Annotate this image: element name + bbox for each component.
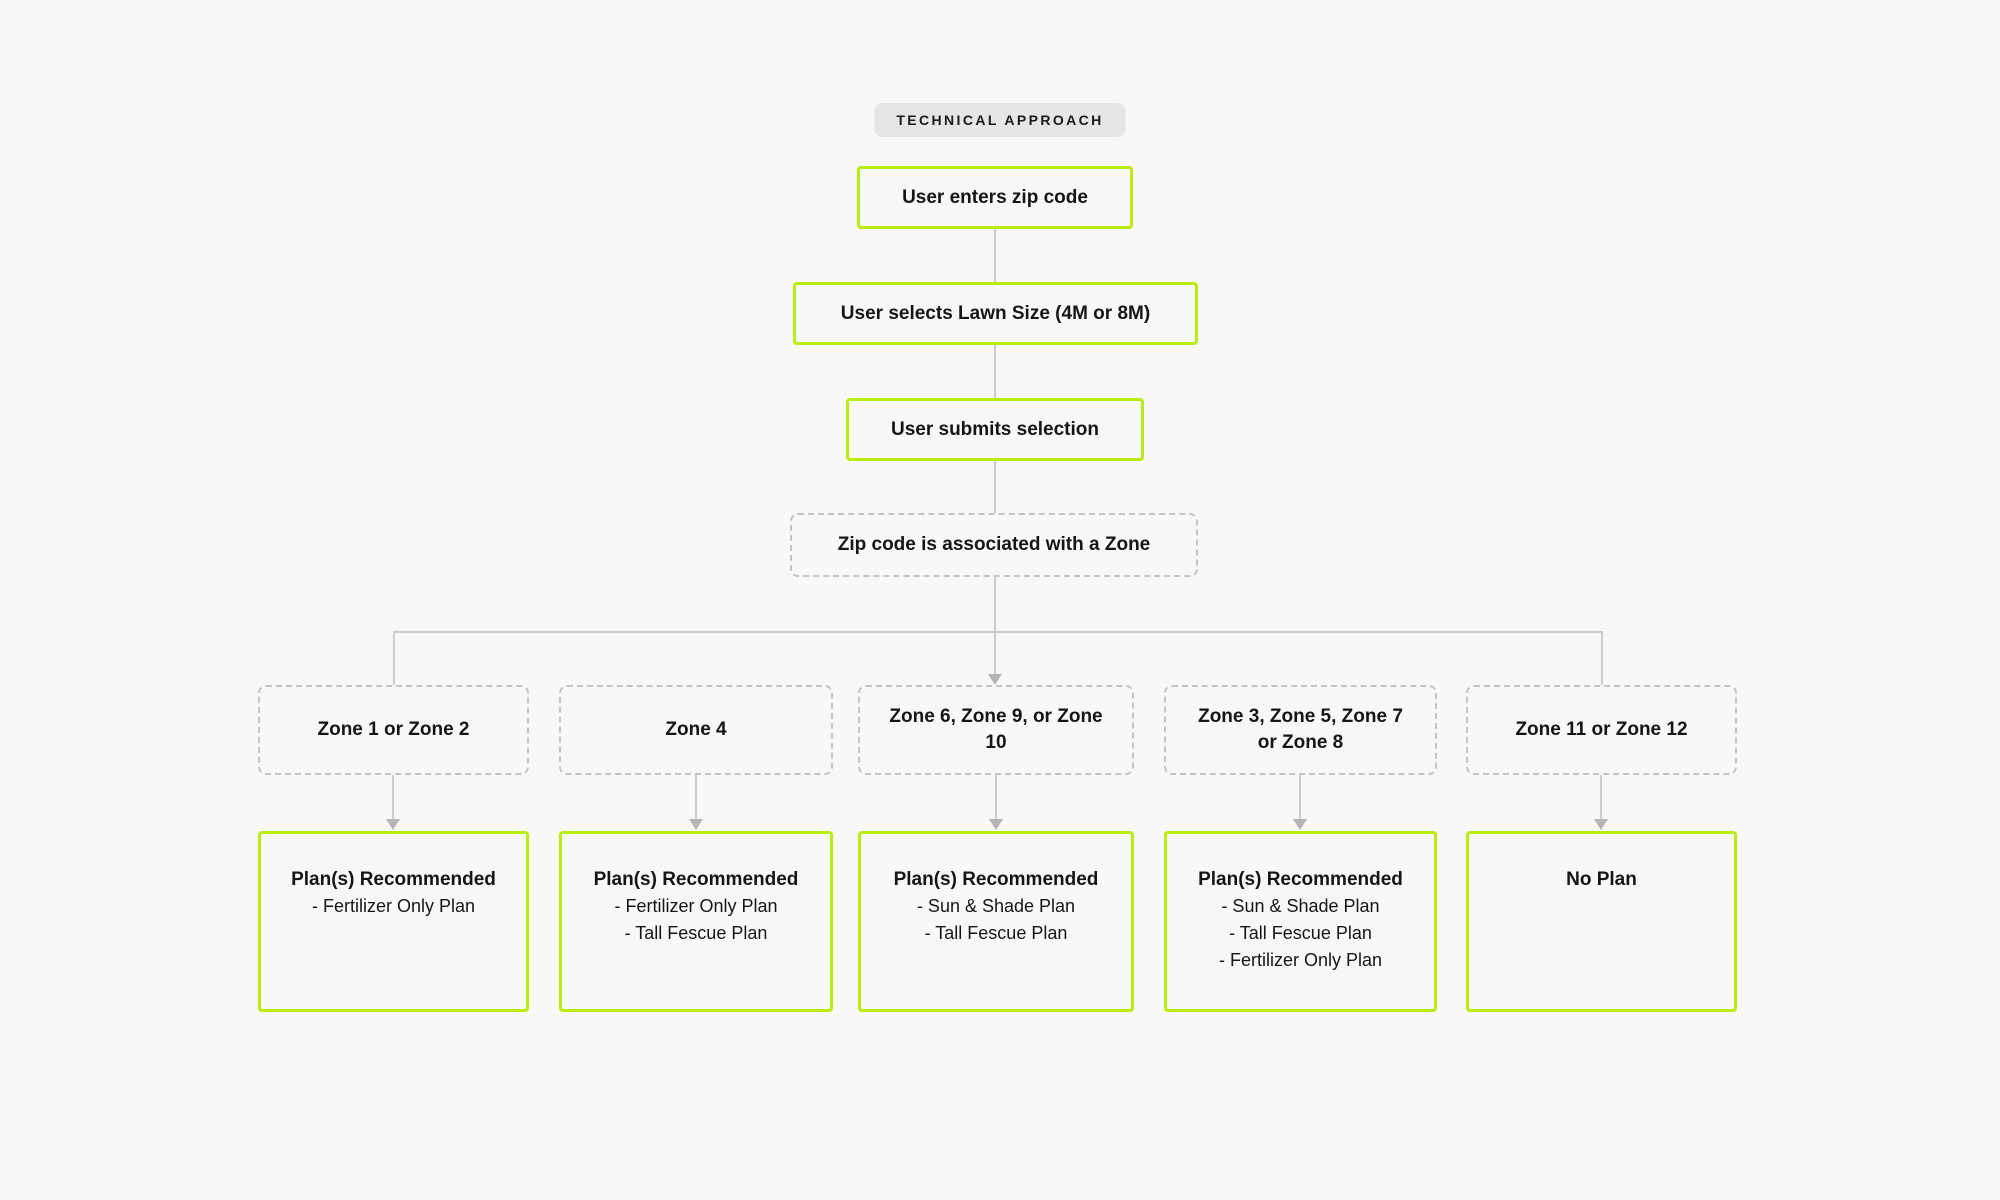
arrow-down-icon	[988, 674, 1002, 685]
connector-branch-horizontal	[393, 631, 1603, 633]
plan-item: - Tall Fescue Plan	[624, 923, 768, 943]
plan-node-4: Plan(s) Recommended - Sun & Shade Plan -…	[1164, 831, 1437, 1012]
section-badge-label: TECHNICAL APPROACH	[896, 112, 1104, 128]
plan-title: Plan(s) Recommended	[291, 869, 496, 890]
plan-node-3: Plan(s) Recommended - Sun & Shade Plan -…	[858, 831, 1134, 1012]
connector-zone1-plan1	[392, 775, 394, 820]
plan-item: - Tall Fescue Plan	[1229, 923, 1372, 943]
zone-node-1: Zone 1 or Zone 2	[258, 685, 529, 775]
node-label: User selects Lawn Size (4M or 8M)	[840, 302, 1151, 324]
plan-item: - Fertilizer Only Plan	[311, 896, 476, 916]
plan-node-2: Plan(s) Recommended - Fertilizer Only Pl…	[559, 831, 833, 1012]
node-user-enters-zip-code: User enters zip code	[857, 166, 1133, 229]
connector-branch-left-drop	[393, 631, 395, 685]
node-zip-code-zone: Zip code is associated with a Zone	[790, 513, 1198, 577]
connector-step2-step3	[994, 345, 996, 398]
zone-label: Zone 1 or Zone 2	[317, 719, 470, 740]
plan-title: Plan(s) Recommended	[893, 869, 1099, 890]
arrow-down-icon	[386, 819, 400, 830]
connector-center-drop	[994, 577, 996, 674]
zone-node-3: Zone 6, Zone 9, or Zone 10	[858, 685, 1134, 775]
connector-zone5-plan5	[1600, 775, 1602, 820]
arrow-down-icon	[1594, 819, 1608, 830]
plan-title: Plan(s) Recommended	[1198, 869, 1403, 890]
arrow-down-icon	[689, 819, 703, 830]
zone-label: Zone 4	[665, 719, 727, 740]
plan-item: - Fertilizer Only Plan	[1218, 950, 1383, 970]
node-label: User enters zip code	[902, 186, 1088, 208]
connector-zone2-plan2	[695, 775, 697, 820]
section-badge: TECHNICAL APPROACH	[874, 103, 1126, 137]
node-label: Zip code is associated with a Zone	[837, 534, 1151, 555]
plan-item: - Fertilizer Only Plan	[614, 896, 778, 916]
plan-item: - Sun & Shade Plan	[916, 896, 1076, 916]
plan-item: - Tall Fescue Plan	[924, 923, 1068, 943]
connector-zone3-plan3	[995, 775, 997, 820]
arrow-down-icon	[1293, 819, 1307, 830]
zone-label: Zone 3, Zone 5, Zone 7 or Zone 8	[1198, 706, 1403, 753]
connector-branch-right-drop	[1601, 631, 1603, 685]
plan-title: No Plan	[1566, 869, 1637, 890]
zone-node-5: Zone 11 or Zone 12	[1466, 685, 1737, 775]
node-user-submits-selection: User submits selection	[846, 398, 1144, 461]
zone-node-2: Zone 4	[559, 685, 833, 775]
connector-step3-step4	[994, 461, 996, 513]
plan-node-1: Plan(s) Recommended - Fertilizer Only Pl…	[258, 831, 529, 1012]
plan-title: Plan(s) Recommended	[593, 869, 799, 890]
plan-item: - Sun & Shade Plan	[1221, 896, 1380, 916]
zone-label: Zone 6, Zone 9, or Zone 10	[889, 706, 1103, 753]
plan-node-5: No Plan	[1466, 831, 1737, 1012]
connector-zone4-plan4	[1299, 775, 1301, 820]
connector-step1-step2	[994, 229, 996, 282]
zone-node-4: Zone 3, Zone 5, Zone 7 or Zone 8	[1164, 685, 1437, 775]
arrow-down-icon	[989, 819, 1003, 830]
node-user-selects-lawn-size: User selects Lawn Size (4M or 8M)	[793, 282, 1198, 345]
zone-label: Zone 11 or Zone 12	[1515, 719, 1688, 740]
node-label: User submits selection	[890, 418, 1100, 440]
